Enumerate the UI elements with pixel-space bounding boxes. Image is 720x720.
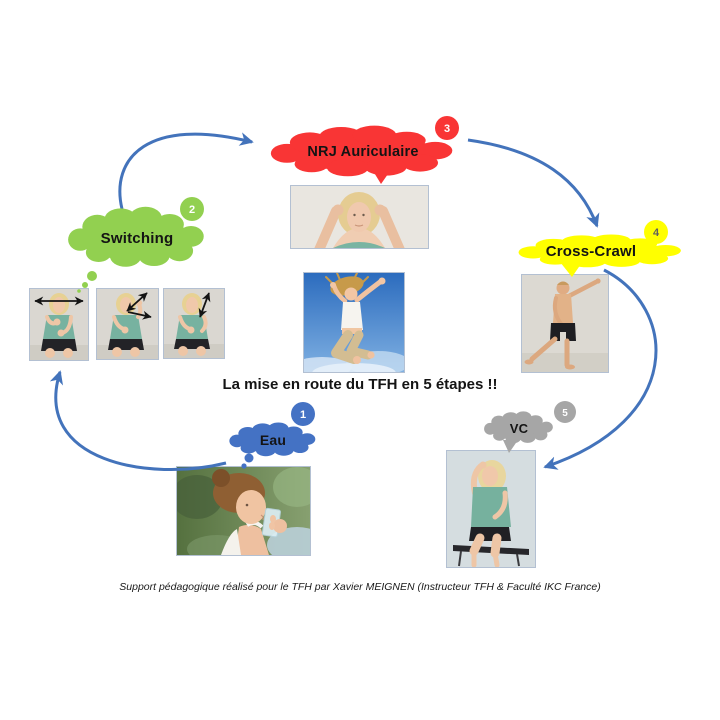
cross-crawl-man-illustration <box>522 275 608 372</box>
jumping-woman-illustration <box>304 273 404 372</box>
seated-woman-vc-illustration <box>447 451 535 567</box>
diagonal-down-arrow-icon <box>127 310 152 320</box>
svg-text:4: 4 <box>653 227 660 239</box>
arrow-nrj-to-crosscrawl <box>467 138 600 228</box>
photo-switching-3 <box>163 288 225 359</box>
eau-cloud-label: Eau <box>259 432 287 448</box>
diagonal-up-arrow-icon <box>126 292 148 312</box>
vertical-double-arrow-icon <box>198 292 211 318</box>
crosscrawl-cloud-label: Cross-Crawl <box>545 243 637 260</box>
vc-cloud-label: VC <box>509 420 529 436</box>
photo-nrj-auriculaire <box>290 185 429 249</box>
svg-text:2: 2 <box>189 204 195 216</box>
nrj-cloud-label: NRJ Auriculaire <box>307 144 419 160</box>
svg-text:3: 3 <box>444 123 450 135</box>
eau-cloud-trail-dots <box>241 453 254 469</box>
woman-pulling-ears-illustration <box>291 186 428 248</box>
switching-exercise-1-illustration <box>30 289 88 360</box>
vc-step-number-badge: 5 <box>554 401 576 423</box>
svg-text:1: 1 <box>300 409 306 421</box>
switching-exercise-2-illustration <box>97 289 158 359</box>
arrow-eau-to-switching <box>49 370 227 472</box>
photo-jumping-woman <box>303 272 405 373</box>
crosscrawl-step-number-badge: 4 <box>644 220 668 244</box>
arrow-switching-to-nrj <box>118 132 254 210</box>
photo-switching-1 <box>29 288 89 361</box>
switching-cloud-label: Switching <box>100 229 174 247</box>
switching-cloud-trail-dots <box>77 271 97 293</box>
photo-vc <box>446 450 536 568</box>
diagram-title: La mise en route du TFH en 5 étapes !! <box>222 376 498 393</box>
credit-caption: Support pédagogique réalisé pour le TFH … <box>119 581 601 593</box>
svg-text:5: 5 <box>562 408 568 419</box>
switching-step-number-badge: 2 <box>180 197 204 221</box>
photo-cross-crawl <box>521 274 609 373</box>
eau-step-number-badge: 1 <box>291 402 315 426</box>
nrj-step-number-badge: 3 <box>435 116 459 140</box>
switching-exercise-3-illustration <box>164 289 224 358</box>
photo-eau <box>176 466 311 556</box>
arrow-crosscrawl-to-vc <box>543 268 658 470</box>
woman-drinking-water-illustration <box>177 467 310 555</box>
photo-switching-2 <box>96 288 159 360</box>
